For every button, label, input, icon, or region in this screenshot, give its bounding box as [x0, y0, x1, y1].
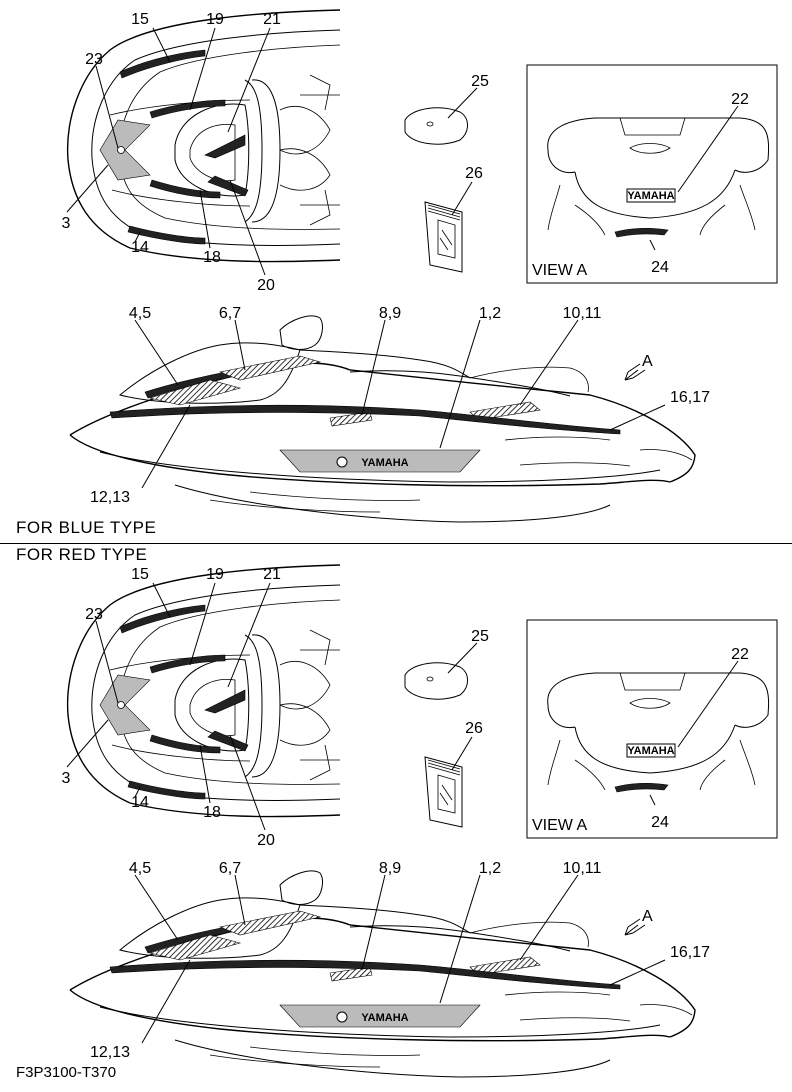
- callout-20: 20: [257, 832, 275, 849]
- section-title-red: FOR RED TYPE: [16, 545, 148, 564]
- callout-12-13: 12,13: [90, 489, 130, 506]
- callout-10-11: 10,11: [563, 305, 602, 322]
- callout-21: 21: [263, 566, 281, 583]
- callout-22: 22: [731, 91, 749, 108]
- figure-code: F3P3100-T370: [16, 1064, 117, 1081]
- callout-23: 23: [85, 51, 103, 68]
- callout-12-13: 12,13: [90, 1044, 130, 1061]
- callout-4-5: 4,5: [129, 305, 151, 322]
- callout-14: 14: [131, 239, 149, 256]
- side-brand-label: YAMAHA: [361, 1012, 408, 1024]
- arrow-a-label: A: [642, 353, 653, 370]
- callout-16-17: 16,17: [670, 944, 710, 961]
- callout-23: 23: [85, 606, 103, 623]
- callout-19: 19: [206, 566, 224, 583]
- callout-18: 18: [203, 249, 221, 266]
- view-a-label: VIEW A: [532, 817, 587, 834]
- callout-26: 26: [465, 720, 483, 737]
- callout-20: 20: [257, 277, 275, 294]
- arrow-a-label: A: [642, 908, 653, 925]
- callout-15: 15: [131, 11, 149, 28]
- callout-1-2: 1,2: [479, 305, 501, 322]
- callout-21: 21: [263, 11, 281, 28]
- callout-3: 3: [62, 215, 71, 232]
- callout-6-7: 6,7: [219, 305, 241, 322]
- callout-22: 22: [731, 646, 749, 663]
- callout-24: 24: [651, 814, 669, 831]
- callout-26: 26: [465, 165, 483, 182]
- section-title-blue: FOR BLUE TYPE: [16, 518, 157, 537]
- callout-18: 18: [203, 804, 221, 821]
- section-blue-labels: VIEW A A YAMAHA YAMAHA: [361, 190, 674, 469]
- callout-15: 15: [131, 566, 149, 583]
- callout-6-7: 6,7: [219, 860, 241, 877]
- view-a-label: VIEW A: [532, 262, 587, 279]
- callout-8-9: 8,9: [379, 305, 401, 322]
- callout-19: 19: [206, 11, 224, 28]
- side-brand-label: YAMAHA: [361, 457, 408, 469]
- callout-16-17: 16,17: [670, 389, 710, 406]
- callout-8-9: 8,9: [379, 860, 401, 877]
- callout-24: 24: [651, 259, 669, 276]
- callout-10-11: 10,11: [563, 860, 602, 877]
- callout-4-5: 4,5: [129, 860, 151, 877]
- section-blue: 15 19 21 23 25 22 26 3 14 18 20 24 4,5 6…: [62, 9, 778, 523]
- section-red: 15 19 21 23 25 22 26 3 14 18 20 24 4,5 6…: [62, 564, 778, 1078]
- callout-25: 25: [471, 628, 489, 645]
- callout-1-2: 1,2: [479, 860, 501, 877]
- view-a-brand-label: YAMAHA: [627, 745, 674, 757]
- section-red-labels: VIEW A A YAMAHA YAMAHA: [361, 745, 674, 1024]
- view-a-brand-label: YAMAHA: [627, 190, 674, 202]
- callout-14: 14: [131, 794, 149, 811]
- section-divider: [0, 543, 792, 544]
- callout-3: 3: [62, 770, 71, 787]
- callout-25: 25: [471, 73, 489, 90]
